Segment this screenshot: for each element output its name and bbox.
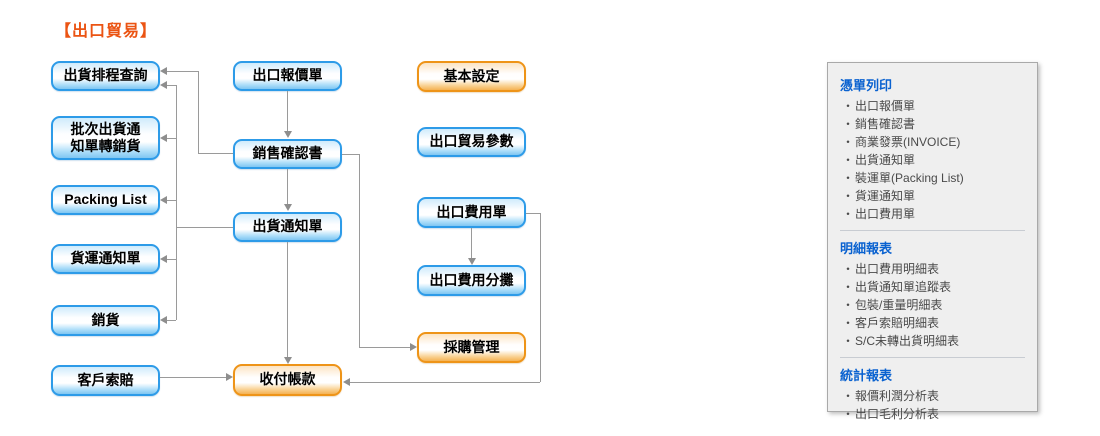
connector-line (287, 242, 288, 357)
connector-line (342, 154, 359, 155)
connector-line (167, 200, 176, 201)
panel-item-label: 包裝/重量明細表 (855, 298, 943, 312)
bullet-icon: ・ (842, 117, 855, 131)
connector-line (540, 213, 541, 382)
flow-box-shipment-notice[interactable]: 出貨通知單 (233, 212, 342, 242)
arrowhead-left-icon (160, 67, 167, 75)
connector-line (526, 213, 540, 214)
panel-item-label: 出口報價單 (855, 99, 916, 113)
flow-box-freight-notice[interactable]: 貨運通知單 (51, 244, 160, 274)
flow-box-export-trade-parameters[interactable]: 出口貿易參數 (417, 127, 526, 157)
flow-box-basic-settings[interactable]: 基本設定 (417, 61, 526, 92)
panel-item: ・出口費用單 (840, 205, 1025, 223)
bullet-icon: ・ (842, 153, 855, 167)
bullet-icon: ・ (842, 135, 855, 149)
panel-section-heading: 明細報表 (840, 241, 893, 256)
flow-box-sales-confirmation[interactable]: 銷售確認書 (233, 139, 342, 169)
connector-line (287, 91, 288, 131)
connector-line (167, 138, 176, 139)
arrowhead-left-icon (160, 196, 167, 204)
bullet-icon: ・ (842, 298, 855, 312)
arrowhead-right-icon (226, 373, 233, 381)
connector-line (287, 169, 288, 204)
bullet-icon: ・ (842, 171, 855, 185)
flow-box-shipment-schedule-query[interactable]: 出貨排程查詢 (51, 61, 160, 91)
bullet-icon: ・ (842, 99, 855, 113)
connector-line (167, 85, 176, 86)
flow-box-batch-shipment-notice-to-sales[interactable]: 批次出貨通 知單轉銷貨 (51, 116, 160, 160)
panel-item: ・出口報價單 (840, 97, 1025, 115)
bullet-icon: ・ (842, 407, 855, 421)
arrowhead-right-icon (410, 343, 417, 351)
connector-line (160, 377, 226, 378)
flow-box-receipt-payment[interactable]: 收付帳款 (233, 364, 342, 396)
panel-item: ・包裝/重量明細表 (840, 296, 1025, 314)
connector-line (350, 382, 540, 383)
bullet-icon: ・ (842, 207, 855, 221)
panel-section-voucher-print: 憑單列印 ・出口報價單 ・銷售確認書 ・商業發票(INVOICE) ・出貨通知單… (840, 75, 1025, 223)
panel-item: ・出口費用明細表 (840, 260, 1025, 278)
flow-box-packing-list[interactable]: Packing List (51, 185, 160, 215)
bullet-icon: ・ (842, 316, 855, 330)
panel-item: ・出口毛利分析表 (840, 405, 1025, 423)
arrowhead-down-icon (284, 204, 292, 211)
panel-section-statistic-reports: 統計報表 ・報價利潤分析表 ・出口毛利分析表 (840, 357, 1025, 423)
panel-item-label: 裝運單(Packing List) (855, 171, 964, 185)
panel-item-label: S/C未轉出貨明細表 (855, 334, 960, 348)
flow-box-purchase-management[interactable]: 採購管理 (417, 332, 526, 363)
connector-line (198, 153, 233, 154)
bullet-icon: ・ (842, 280, 855, 294)
panel-item-label: 客戶索賠明細表 (855, 316, 940, 330)
connector-line (167, 71, 198, 72)
panel-section-heading: 憑單列印 (840, 78, 893, 93)
arrowhead-left-icon (343, 378, 350, 386)
panel-item: ・出貨通知單 (840, 151, 1025, 169)
flow-box-sales[interactable]: 銷貨 (51, 305, 160, 336)
page-title: 【出口貿易】 (55, 23, 158, 40)
connector-line (359, 154, 360, 347)
connector-line (198, 71, 199, 153)
bullet-icon: ・ (842, 262, 855, 276)
connector-line (176, 227, 233, 228)
arrowhead-left-icon (160, 134, 167, 142)
connector-line (167, 320, 176, 321)
panel-item-label: 報價利潤分析表 (855, 389, 940, 403)
arrowhead-down-icon (284, 357, 292, 364)
connector-line (471, 228, 472, 258)
panel-item: ・出貨通知單追蹤表 (840, 278, 1025, 296)
connector-line (359, 347, 410, 348)
panel-item-label: 銷售確認書 (855, 117, 916, 131)
flow-box-customer-claim[interactable]: 客戶索賠 (51, 365, 160, 396)
panel-item: ・商業發票(INVOICE) (840, 133, 1025, 151)
panel-item: ・裝運單(Packing List) (840, 169, 1025, 187)
connector-line (176, 85, 177, 320)
arrowhead-left-icon (160, 81, 167, 89)
arrowhead-left-icon (160, 255, 167, 263)
bullet-icon: ・ (842, 389, 855, 403)
panel-item-label: 出貨通知單 (855, 153, 916, 167)
panel-section-detail-reports: 明細報表 ・出口費用明細表 ・出貨通知單追蹤表 ・包裝/重量明細表 ・客戶索賠明… (840, 230, 1025, 350)
panel-item-label: 出口費用明細表 (855, 262, 940, 276)
report-panel: 憑單列印 ・出口報價單 ・銷售確認書 ・商業發票(INVOICE) ・出貨通知單… (827, 62, 1038, 421)
flow-box-export-expense-slip[interactable]: 出口費用單 (417, 197, 526, 228)
flow-box-export-quotation[interactable]: 出口報價單 (233, 61, 342, 91)
panel-section-heading: 統計報表 (840, 368, 893, 383)
panel-item: ・S/C未轉出貨明細表 (840, 332, 1025, 350)
arrowhead-left-icon (160, 316, 167, 324)
flow-box-export-expense-allocation[interactable]: 出口費用分攤 (417, 265, 526, 296)
panel-item-label: 出口費用單 (855, 207, 916, 221)
panel-item-label: 出貨通知單追蹤表 (855, 280, 952, 294)
bullet-icon: ・ (842, 334, 855, 348)
arrowhead-down-icon (284, 131, 292, 138)
panel-item: ・客戶索賠明細表 (840, 314, 1025, 332)
panel-item-label: 貨運通知單 (855, 189, 916, 203)
panel-item: ・貨運通知單 (840, 187, 1025, 205)
connector-line (167, 259, 176, 260)
panel-item: ・銷售確認書 (840, 115, 1025, 133)
bullet-icon: ・ (842, 189, 855, 203)
panel-item-label: 出口毛利分析表 (855, 407, 940, 421)
panel-item: ・報價利潤分析表 (840, 387, 1025, 405)
panel-item-label: 商業發票(INVOICE) (855, 135, 961, 149)
arrowhead-down-icon (468, 258, 476, 265)
